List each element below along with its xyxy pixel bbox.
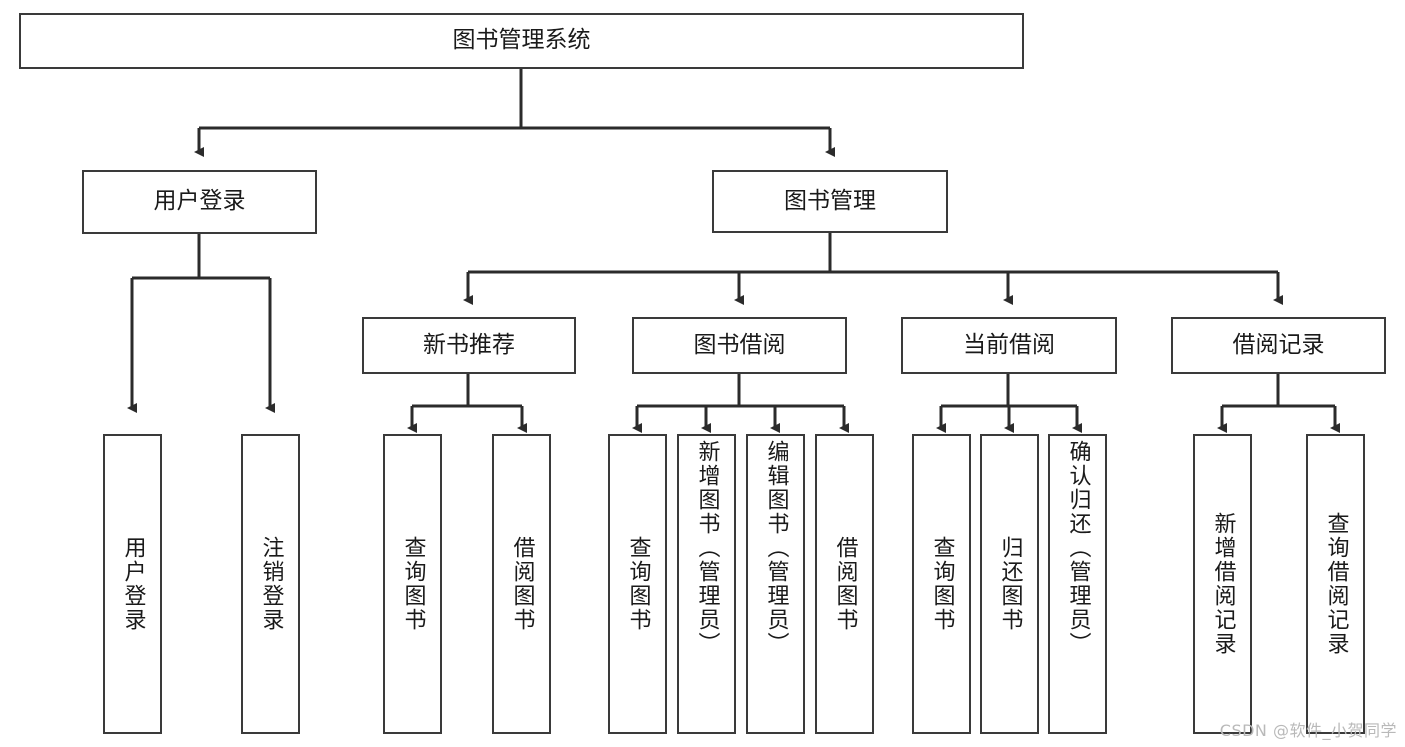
node-label: 查询图书 [929,536,955,632]
node-label: 查询图书 [400,536,426,632]
node-label: 图书管理 [784,187,876,214]
node-borrowing-records[interactable]: 借阅记录 [1171,317,1386,374]
node-label: 当前借阅 [963,331,1055,358]
node-label: 查询图书 [625,536,651,632]
node-label: 图书借阅 [693,331,786,358]
node-label: 借阅图书 [509,536,535,632]
node-book-borrowing[interactable]: 图书借阅 [632,317,847,374]
node-label: 确认归还（管理员） [1065,440,1091,656]
node-leaf-edit-book-admin[interactable]: 编辑图书（管理员） [746,434,805,734]
node-leaf-add-borrow-record[interactable]: 新增借阅记录 [1193,434,1252,734]
node-user-login[interactable]: 用户登录 [82,170,317,234]
node-book-management[interactable]: 图书管理 [712,170,948,233]
node-current-borrowing[interactable]: 当前借阅 [901,317,1117,374]
node-label: 借阅记录 [1232,331,1325,358]
node-leaf-add-book-admin[interactable]: 新增图书（管理员） [677,434,736,734]
node-label: 图书管理系统 [452,27,591,54]
node-label: 查询借阅记录 [1323,512,1349,656]
node-label: 用户登录 [120,536,146,632]
node-label: 注销登录 [258,536,284,632]
node-label: 归还图书 [997,536,1023,632]
node-leaf-query-books-recommend[interactable]: 查询图书 [383,434,442,734]
node-leaf-return-books[interactable]: 归还图书 [980,434,1039,734]
node-label: 新增图书（管理员） [694,440,720,656]
node-leaf-borrow-books[interactable]: 借阅图书 [815,434,874,734]
node-leaf-query-books-borrow[interactable]: 查询图书 [608,434,667,734]
node-label: 用户登录 [153,188,246,215]
node-leaf-borrow-books-recommend[interactable]: 借阅图书 [492,434,551,734]
node-leaf-confirm-return-admin[interactable]: 确认归还（管理员） [1048,434,1107,734]
node-root-book-management-system[interactable]: 图书管理系统 [19,13,1024,69]
node-label: 新书推荐 [423,331,515,358]
node-new-book-recommendation[interactable]: 新书推荐 [362,317,576,374]
node-label: 新增借阅记录 [1210,512,1236,656]
node-label: 编辑图书（管理员） [763,440,789,656]
node-leaf-query-books-current[interactable]: 查询图书 [912,434,971,734]
node-leaf-query-borrow-record[interactable]: 查询借阅记录 [1306,434,1365,734]
node-leaf-user-login[interactable]: 用户登录 [103,434,162,734]
node-label: 借阅图书 [832,536,858,632]
node-leaf-logout[interactable]: 注销登录 [241,434,300,734]
